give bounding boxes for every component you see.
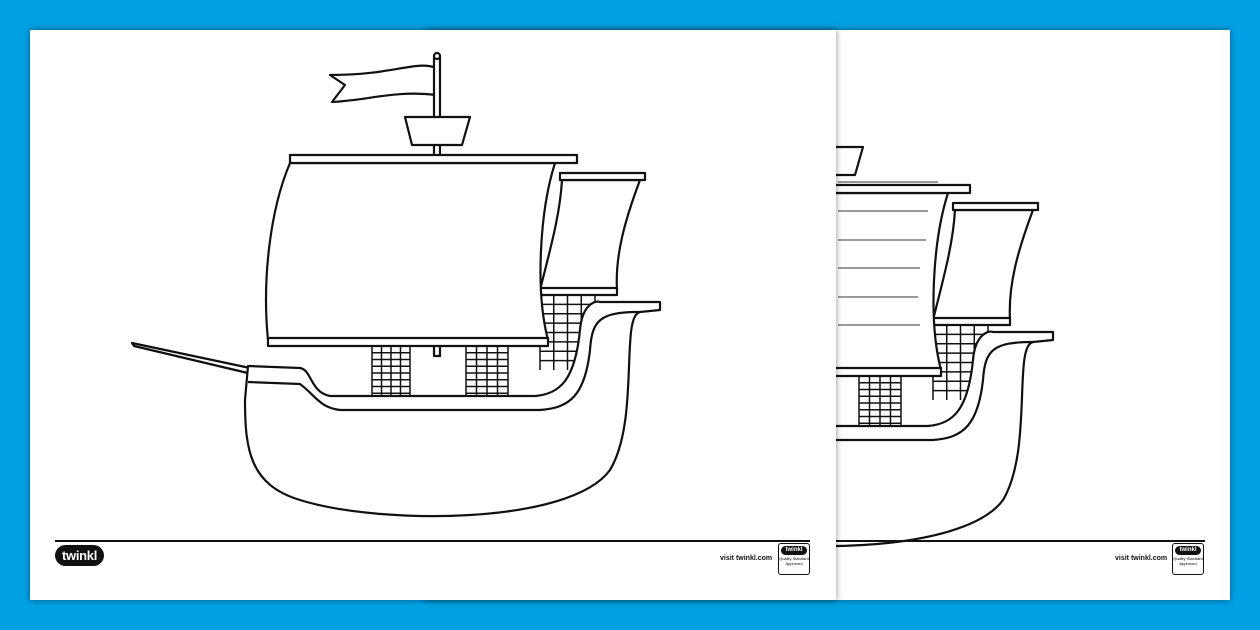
crows-nest bbox=[403, 115, 472, 147]
twinkl-logo: twinkl bbox=[55, 545, 105, 566]
flag bbox=[328, 64, 439, 104]
rear-sail bbox=[931, 208, 1035, 322]
visit-link[interactable]: visit twinkl.com bbox=[720, 555, 773, 562]
ship-illustration bbox=[55, 51, 810, 542]
main-sail bbox=[264, 161, 557, 342]
bowsprit bbox=[130, 341, 254, 376]
hull bbox=[243, 300, 662, 518]
rear-sail bbox=[538, 178, 642, 292]
visit-link[interactable]: visit twinkl.com bbox=[1115, 555, 1168, 562]
